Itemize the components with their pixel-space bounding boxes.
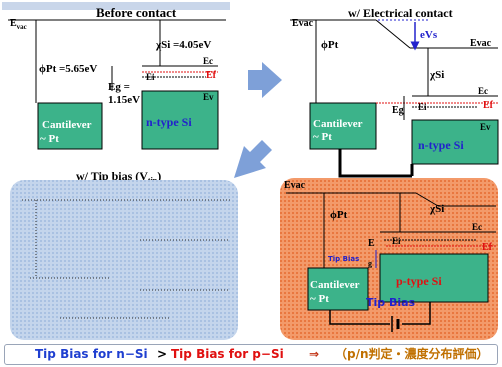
panel-tip-bias-p: Evac ϕPt χSi Ec Ei E Ef Tip Bias g Canti… [280, 178, 498, 340]
e-label-4: E [368, 238, 375, 249]
ef-label-4: Ef [482, 242, 493, 253]
metal-label-4a: Cantilever [310, 279, 360, 291]
caption-arrow: ⇒ [309, 347, 320, 361]
right-arrow [248, 62, 282, 98]
eg-value: 1.15eV [108, 94, 140, 106]
obscured-blue-region [10, 180, 238, 340]
ef-label: Ef [206, 70, 217, 81]
vacuum-bend-4 [415, 192, 439, 207]
metal-label-1: Cantilever [42, 119, 92, 131]
caption-part2: Tip Bias for p−Si [171, 347, 284, 361]
evac-label-4: Evac [284, 180, 306, 191]
phi-pt-label: ϕPt =5.65eV [39, 63, 97, 75]
phi-pt-label-4: ϕPt [330, 209, 348, 221]
ef-label-2: Ef [483, 100, 494, 111]
semiconductor-block-2 [411, 119, 499, 165]
faint-band-lines [22, 199, 230, 319]
ei-label-2: Ei [418, 102, 427, 112]
evs-label: eVs [420, 29, 438, 41]
panel1-title: Before contact [96, 5, 177, 20]
bias-wire-right [402, 302, 431, 325]
ev-label-2: Ev [480, 122, 491, 132]
panel-tip-bias-n: w/ Tip bias (Vtip) [10, 169, 238, 340]
metal-label-4b: ~ Pt [310, 293, 329, 305]
semi-label-2: n-type Si [418, 138, 464, 152]
chi-si-label: χSi =4.05eV [155, 39, 211, 51]
panel2-title: w/ Electrical contact [348, 6, 453, 20]
chi-si-label-4: χSi [429, 203, 444, 215]
semiconductor-block-4 [379, 253, 489, 303]
semi-label-4: p-type Si [396, 274, 442, 288]
evac-left-label: Evac [292, 18, 314, 29]
vacuum-bend [375, 19, 411, 49]
caption-part1: Tip Bias for n−Si [35, 347, 148, 361]
title-strip [2, 2, 230, 10]
bias-wire-left [329, 310, 390, 325]
semi-label: n-type Si [146, 115, 192, 129]
caption-gt: > [157, 347, 168, 361]
eg-label: Eg = [108, 81, 130, 93]
chi-si-label-2: χSi [429, 69, 444, 81]
tip-bias-label: Tip Bias [366, 296, 416, 309]
evac-label: Evac [10, 18, 27, 31]
panel-before-contact: Before contact Evac ϕPt =5.65eV Cantilev… [2, 2, 230, 150]
ev-label: Ev [203, 92, 214, 102]
ec-label-4: Ec [472, 222, 482, 232]
diagonal-arrow [234, 140, 272, 178]
ec-label: Ec [203, 56, 213, 66]
metal-label-2b: ~ Pt [313, 131, 332, 143]
ec-label-2: Ec [478, 86, 488, 96]
ei-label-4: Ei [392, 236, 401, 246]
conclusion-caption: Tip Bias for n−Si > Tip Bias for p−Si ⇒ … [4, 344, 498, 365]
metal-block-2 [309, 102, 377, 150]
tip-bias-small: Tip Bias [328, 255, 359, 263]
contact-wire [338, 149, 412, 178]
evac-right-label: Evac [470, 38, 492, 49]
ei-label: Ei [146, 72, 155, 82]
metal-label-2: ~ Pt [40, 133, 59, 145]
phi-pt-label-2: ϕPt [321, 39, 339, 51]
panel-electrical-contact: w/ Electrical contact Evac eVs Evac ϕPt … [290, 6, 499, 178]
semiconductor-block [141, 90, 219, 150]
eg-label-2: Eg [392, 105, 404, 116]
metal-block-4 [307, 267, 369, 311]
metal-block [37, 102, 103, 150]
g-label-4: g [368, 259, 372, 268]
caption-part3: （p/n判定・濃度分布評価） [335, 347, 489, 361]
metal-label-2a: Cantilever [313, 118, 363, 130]
